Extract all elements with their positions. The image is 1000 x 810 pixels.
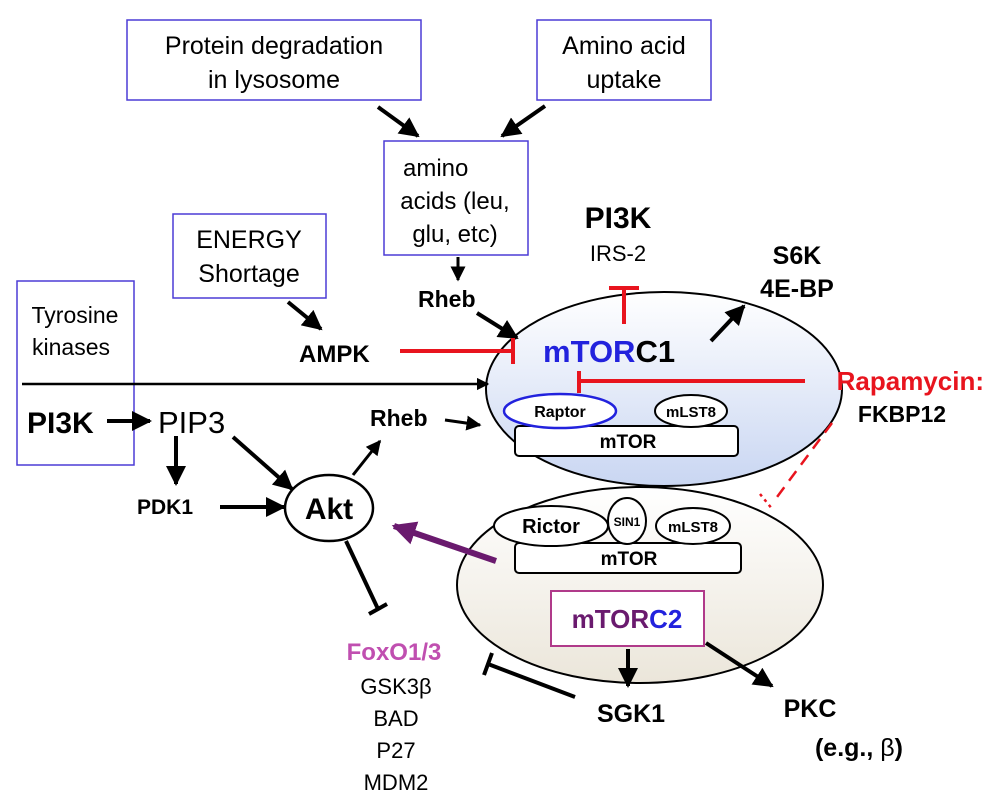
akt-targets: FoxO1/3 GSK3β BAD P27 MDM2 bbox=[347, 639, 442, 795]
tyrosine-line2: kinases bbox=[32, 334, 110, 360]
node-labels: PI3K PIP3 PDK1 Akt Rheb Rheb AMPK PI3K I… bbox=[27, 202, 984, 762]
s6k-label: S6K bbox=[773, 242, 822, 270]
foxo-label: FoxO1/3 bbox=[347, 639, 442, 666]
protein-degradation-line2: in lysosome bbox=[208, 66, 340, 94]
amino-uptake-line2: uptake bbox=[586, 66, 661, 94]
rheb-mid-label: Rheb bbox=[370, 405, 428, 431]
mtorc1-mlst8-label: mLST8 bbox=[666, 404, 716, 421]
mtorc2-mlst8-ellipse bbox=[655, 507, 731, 545]
amino-uptake-line1: Amino acid bbox=[562, 32, 686, 60]
inhibit-akt-foxo bbox=[344, 540, 380, 610]
arrow-akt-rheb bbox=[351, 439, 382, 476]
pdk1-label: PDK1 bbox=[137, 496, 193, 519]
arrow-uptake-aminoacids bbox=[500, 104, 547, 138]
energy-line2: Shortage bbox=[198, 260, 299, 288]
tyrosine-kinases-box: Tyrosine kinases bbox=[16, 280, 135, 466]
bad-label: BAD bbox=[373, 706, 418, 731]
inhibition-lines bbox=[400, 286, 834, 511]
4ebp-label: 4E-BP bbox=[760, 275, 834, 303]
mtorc2-label: mTORC2 bbox=[572, 604, 683, 634]
pi3k-left-label: PI3K bbox=[27, 407, 94, 440]
energy-line1: ENERGY bbox=[196, 226, 302, 254]
pip3-label: PIP3 bbox=[158, 405, 225, 440]
amino-uptake-box: Amino acid uptake bbox=[536, 19, 712, 101]
pkc-sub-label: (e.g., β) bbox=[815, 734, 903, 762]
rheb-top-label: Rheb bbox=[418, 286, 476, 312]
arrow-energy-ampk bbox=[286, 300, 323, 331]
protein-degradation-line1: Protein degradation bbox=[165, 32, 383, 60]
energy-shortage-box: ENERGY Shortage bbox=[172, 213, 327, 299]
raptor-ellipse bbox=[502, 392, 618, 430]
mtorc1-mlst8-ellipse bbox=[654, 394, 728, 428]
mtorc2-parts: mTOR Rictor mLST8 SIN1 mTORC2 bbox=[493, 497, 742, 647]
arrow-degradation-aminoacids bbox=[376, 105, 420, 138]
akt-label: Akt bbox=[305, 493, 353, 526]
inhibition-lines-black bbox=[344, 540, 576, 699]
pi3k-top-label: PI3K bbox=[585, 202, 652, 235]
amino-acids-line3: glu, etc) bbox=[412, 221, 497, 248]
mtorc2-label-box bbox=[550, 590, 705, 647]
mtorc2-mlst8-label: mLST8 bbox=[668, 519, 718, 536]
arrow-mtorc2-akt bbox=[391, 521, 497, 564]
mdm2-label: MDM2 bbox=[364, 770, 429, 795]
fkbp12-label: FKBP12 bbox=[858, 401, 946, 427]
rictor-label: Rictor bbox=[522, 516, 580, 538]
mtorc1-mtor-bar bbox=[514, 425, 739, 457]
mtorc1-parts: mTORC1 mTOR Raptor mLST8 bbox=[502, 334, 739, 457]
arrow-rheb-mtorc1-lower bbox=[444, 415, 482, 431]
sin1-ellipse bbox=[607, 497, 647, 545]
akt-node bbox=[283, 473, 375, 543]
mtorc1-label: mTORC1 bbox=[543, 334, 675, 369]
irs2-label: IRS-2 bbox=[590, 241, 646, 266]
sgk1-label: SGK1 bbox=[597, 700, 665, 728]
amino-acids-box: amino acids (leu, glu, etc) bbox=[383, 140, 529, 256]
ampk-label: AMPK bbox=[299, 341, 370, 368]
mtorc1-mtor-label: mTOR bbox=[600, 432, 657, 453]
amino-acids-line1: amino bbox=[403, 155, 468, 182]
arrow-rheb-mtorc1 bbox=[475, 311, 519, 340]
mtorc2-mtor-label: mTOR bbox=[601, 549, 658, 570]
raptor-label: Raptor bbox=[534, 404, 586, 421]
gsk3-label: GSK3β bbox=[360, 674, 431, 699]
sin1-label: SIN1 bbox=[614, 515, 641, 529]
rapamycin-mtorc2-dashed bbox=[775, 422, 834, 498]
amino-acids-line2: acids (leu, bbox=[400, 188, 509, 215]
pkc-label: PKC bbox=[784, 695, 837, 723]
arrow-mtorc1-s6k bbox=[709, 304, 746, 343]
protein-degradation-box: Protein degradation in lysosome bbox=[126, 19, 422, 101]
inhibit-sgk1-foxo bbox=[487, 662, 576, 699]
activation-arrows bbox=[22, 104, 774, 688]
arrow-pip3-akt bbox=[231, 435, 294, 491]
tyrosine-line1: Tyrosine bbox=[32, 302, 119, 328]
arrow-mtorc2-pkc bbox=[704, 641, 774, 688]
p27-label: P27 bbox=[376, 738, 415, 763]
rapamycin-label: Rapamycin: bbox=[837, 366, 984, 396]
